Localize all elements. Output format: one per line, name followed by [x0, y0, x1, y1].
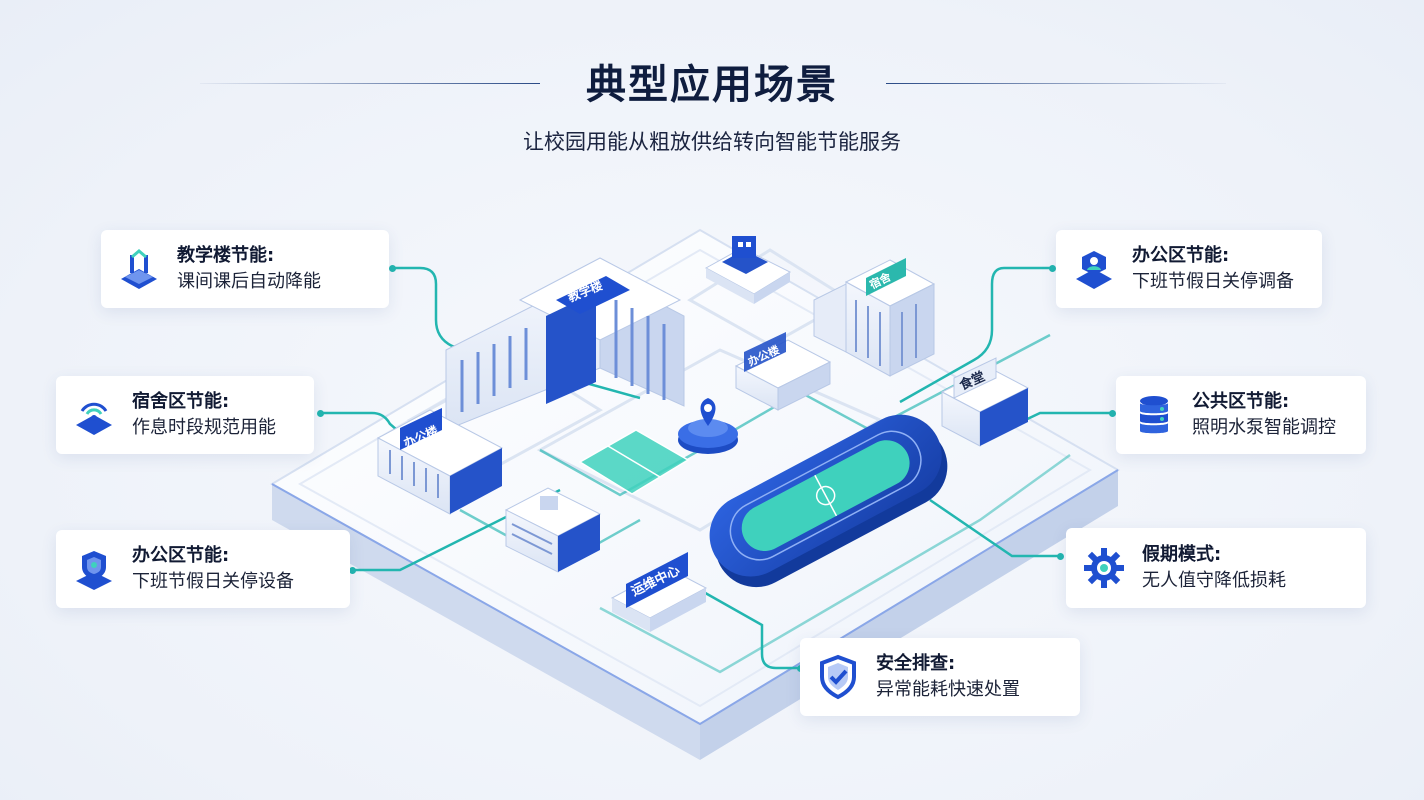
connector-lines — [320, 266, 1112, 674]
card-title: 教学楼节能: — [177, 245, 275, 266]
connector-dot — [389, 265, 396, 272]
title-line-left — [200, 83, 540, 84]
page-title: 典型应用场景 — [586, 62, 838, 108]
top-blue-building — [704, 236, 792, 304]
card-holiday-mode: 假期模式: 无人值守降低损耗 — [1066, 528, 1366, 608]
small-block-building — [504, 487, 602, 573]
card-desc: 异常能耗快速处置 — [876, 679, 1020, 700]
gear-icon — [1084, 548, 1124, 588]
card-title: 假期模式: — [1142, 544, 1222, 565]
connector-dot — [1057, 553, 1064, 560]
left-office-building — [376, 408, 504, 515]
card-title: 公共区节能: — [1192, 391, 1290, 412]
card-dorm-area: 宿舍区节能: 作息时段规范用能 — [56, 376, 314, 454]
database-icon — [1140, 396, 1168, 434]
canteen-building — [940, 357, 1030, 447]
card-public-area: 公共区节能: 照明水泵智能调控 — [1116, 376, 1366, 454]
connector-dot — [349, 567, 356, 574]
card-desc: 下班节假日关停设备 — [132, 571, 294, 592]
card-desc: 作息时段规范用能 — [132, 417, 276, 438]
page-subtitle: 让校园用能从粗放供给转向智能节能服务 — [523, 130, 901, 154]
classroom-icon — [121, 249, 157, 289]
card-title: 宿舍区节能: — [132, 391, 230, 412]
connector-dot — [317, 410, 324, 417]
center-office-building — [734, 332, 832, 411]
card-title: 办公区节能: — [1132, 245, 1230, 266]
user-shield-icon — [1076, 251, 1112, 289]
connector-dot — [1049, 265, 1056, 272]
shield-check-icon — [820, 654, 856, 700]
teaching-building — [445, 257, 685, 431]
soccer-field — [578, 429, 690, 495]
card-safety-check: 安全排查: 异常能耗快速处置 — [800, 638, 1080, 716]
card-office-area-left: 办公区节能: 下班节假日关停设备 — [56, 530, 350, 608]
ops-center-building — [610, 552, 708, 632]
running-track — [709, 414, 948, 588]
card-title: 安全排查: — [876, 653, 956, 674]
card-desc: 无人值守降低损耗 — [1142, 570, 1286, 591]
location-pin-podium — [678, 398, 738, 454]
shield-office-icon — [76, 551, 112, 590]
card-desc: 照明水泵智能调控 — [1192, 417, 1336, 438]
title-line-right — [886, 83, 1226, 84]
card-teaching-building: 教学楼节能: 课间课后自动降能 — [101, 230, 389, 308]
card-office-area-right: 办公区节能: 下班节假日关停调备 — [1056, 230, 1322, 308]
dorm-tower — [813, 258, 936, 377]
card-desc: 课间课后自动降能 — [177, 271, 321, 292]
location-wifi-icon — [76, 402, 112, 435]
card-title: 办公区节能: — [132, 545, 230, 566]
card-desc: 下班节假日关停调备 — [1132, 271, 1294, 292]
connector-dot — [1109, 410, 1116, 417]
